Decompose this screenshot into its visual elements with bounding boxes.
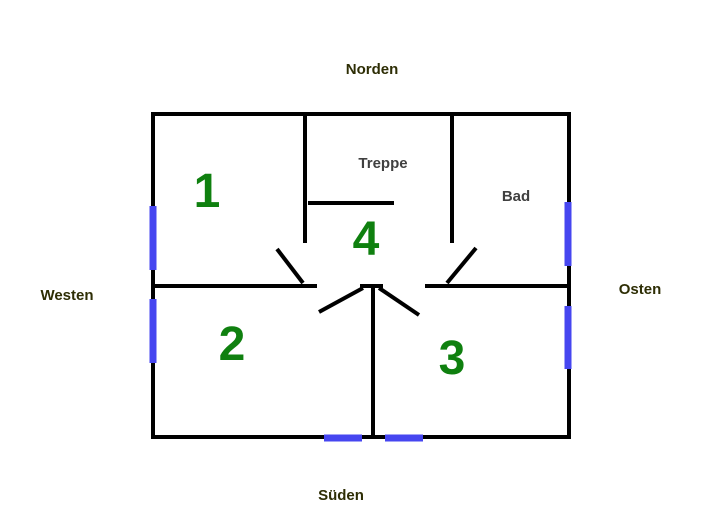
room-3-label: 3 (439, 332, 466, 385)
south-label: Süden (318, 487, 364, 504)
north-label: Norden (346, 61, 399, 78)
stairs-label: Treppe (358, 155, 407, 172)
doors (275, 246, 478, 317)
west-label: Westen (40, 287, 93, 304)
room-1-label: 1 (194, 165, 221, 218)
east-label: Osten (619, 281, 662, 298)
door-room2 (318, 286, 364, 314)
room-4-label: 4 (353, 213, 380, 266)
door-room3 (377, 286, 421, 317)
door-room1 (275, 247, 305, 285)
bath-label: Bad (502, 188, 530, 205)
door-bath (445, 246, 478, 285)
windows (149, 202, 572, 442)
room-2-label: 2 (219, 318, 246, 371)
